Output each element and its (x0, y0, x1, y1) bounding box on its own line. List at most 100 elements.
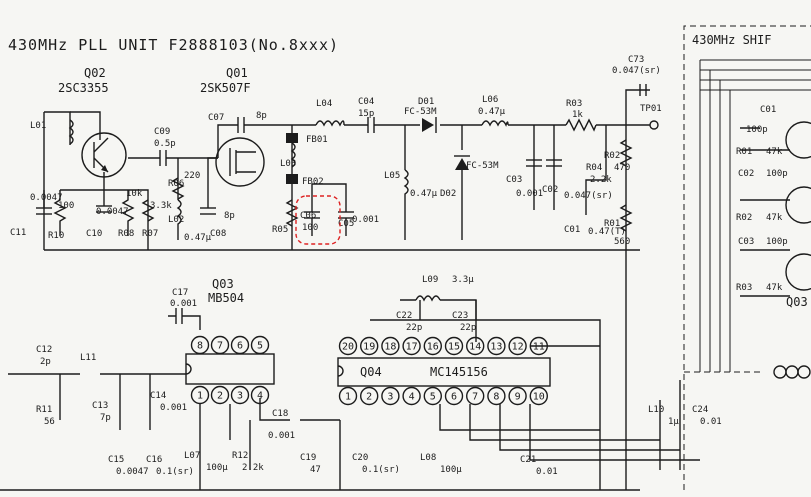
label-tp01: TP01 (640, 104, 662, 114)
q03-bottom-pin-label: 3 (237, 391, 243, 402)
label-r02-value: 470 (614, 163, 630, 173)
q04-bottom-pin-7 (466, 386, 485, 406)
label-l09: L09 (422, 275, 438, 285)
q04-bottom-pin-label: 4 (409, 392, 415, 403)
label-c24: C24 (692, 405, 708, 415)
q04-bottom-pin-10 (529, 386, 548, 406)
q04-top-pin-label: 17 (406, 342, 418, 353)
label-c24-value: 0.01 (700, 417, 722, 427)
q03-top-pin-6 (230, 335, 250, 355)
q03-top-pin-5 (250, 335, 270, 355)
label-l06-value: 0.47μ (478, 107, 506, 117)
schematic-title: 430MHz PLL UNIT F2888103(No.8xxx) (8, 36, 339, 54)
wires-top (43, 89, 650, 490)
label-r06: R06 (168, 179, 184, 189)
label-r11: R11 (36, 405, 52, 415)
q04-bottom-pin-1 (338, 386, 358, 406)
q04-bottom-pin-6 (444, 386, 464, 406)
label-r02: R02 (604, 151, 620, 161)
label-c11-value: 0.0047 (30, 193, 63, 203)
q03-bottom-pin-label: 4 (257, 391, 263, 402)
q03-top-pin-label: 8 (197, 341, 203, 352)
label-c14-value: 0.001 (160, 403, 187, 413)
label-c21: C21 (520, 455, 536, 465)
label-c16: C16 (146, 455, 162, 465)
q04-bottom-pin-label: 10 (533, 392, 545, 403)
ic-q03-ref: Q03 (212, 277, 234, 291)
label-c06-value: 100 (302, 223, 318, 233)
label-r12-value: 2.2k (242, 463, 264, 473)
label-c06: C06 (300, 211, 316, 221)
connector-pin (785, 365, 799, 379)
label-c07: C07 (208, 113, 224, 123)
q04-top-pin-label: 14 (469, 342, 481, 353)
label-l03: L03 (280, 159, 296, 169)
q02-ref: Q02 (84, 66, 106, 80)
label-c73: C73 (628, 55, 644, 65)
component-symbols-top (36, 84, 659, 240)
label-c02-value: 0.047(sr) (564, 191, 613, 201)
q03-top-pin-label: 5 (257, 341, 263, 352)
label-l07-value: 100μ (206, 463, 228, 473)
label-l06: L06 (482, 95, 498, 105)
ic-q04-part: MC145156 (430, 365, 488, 379)
label-right-c03: C03 (738, 237, 754, 247)
label-c19: C19 (300, 453, 316, 463)
q04-bottom-pin-3 (381, 386, 400, 406)
label-c15-value: 0.0047 (116, 467, 149, 477)
label-right-c02: C02 (738, 169, 754, 179)
label-c03-value: 0.001 (516, 189, 543, 199)
label-r01-value: 560 (614, 237, 630, 247)
label-r08: R08 (118, 229, 134, 239)
q04-bottom-pin-label: 8 (493, 392, 499, 403)
label-c02: C02 (542, 185, 558, 195)
label-d01-value: FC-53M (404, 107, 437, 117)
label-l11: L11 (80, 353, 96, 363)
label-c17: C17 (172, 288, 188, 298)
c06-highlight (295, 195, 341, 245)
label-c04-value: 15p (358, 109, 374, 119)
label-c12-value: 2p (40, 357, 51, 367)
label-right-r01: R01 (736, 147, 752, 157)
q04-bottom-pin-label: 3 (387, 392, 393, 403)
transistor-q01: Q01 2SK507F (200, 66, 265, 187)
label-c22-value: 22p (406, 323, 422, 333)
shift-panel-title: 430MHz SHIF (692, 33, 771, 47)
q04-bottom-pin-label: 6 (451, 392, 457, 403)
q04-top-pin-18 (381, 336, 400, 356)
q04-top-pin-label: 16 (427, 342, 439, 353)
q04-top-pin-19 (360, 336, 379, 356)
label-c11: C11 (10, 228, 26, 238)
q03-bottom-pin-label: 2 (217, 391, 223, 402)
q04-top-pin-12 (508, 336, 527, 356)
label-c13: C13 (92, 401, 108, 411)
q04-bottom-pin-label: 1 (345, 392, 351, 403)
label-r10: R10 (48, 231, 64, 241)
label-r11-value: 56 (44, 417, 55, 427)
label-right-r03-value: 47k (766, 283, 783, 293)
label-r01: R01 (604, 219, 620, 229)
label-right-r02-value: 47k (766, 213, 783, 223)
label-c01-value: 0.47(T) (588, 227, 626, 237)
q04-top-pin-15 (444, 336, 464, 356)
q04-bottom-pin-5 (423, 386, 442, 406)
label-l08: L08 (420, 453, 436, 463)
label-r04-value: 2.2k (590, 175, 612, 185)
q03-bottom-pin-label: 1 (197, 391, 203, 402)
label-right-r03: R03 (736, 283, 752, 293)
q04-bottom-pin-4 (402, 386, 421, 406)
label-l10-value: 1μ (668, 417, 679, 427)
label-r07: R07 (142, 229, 158, 239)
label-c10: C10 (86, 229, 102, 239)
component-labels-bottom: C12 2p L11 R11 56 C13 7p C14 0.001 C18 0… (36, 275, 722, 477)
label-c15: C15 (108, 455, 124, 465)
label-r04: R04 (586, 163, 602, 173)
q04-bottom-pin-8 (487, 386, 506, 406)
label-d01: D01 (418, 97, 434, 107)
q01-part: 2SK507F (200, 81, 251, 95)
label-c04: C04 (358, 97, 374, 107)
connector-pin (773, 365, 787, 379)
q04-bottom-pin-label: 5 (430, 392, 436, 403)
label-right-c01: C01 (760, 105, 776, 115)
